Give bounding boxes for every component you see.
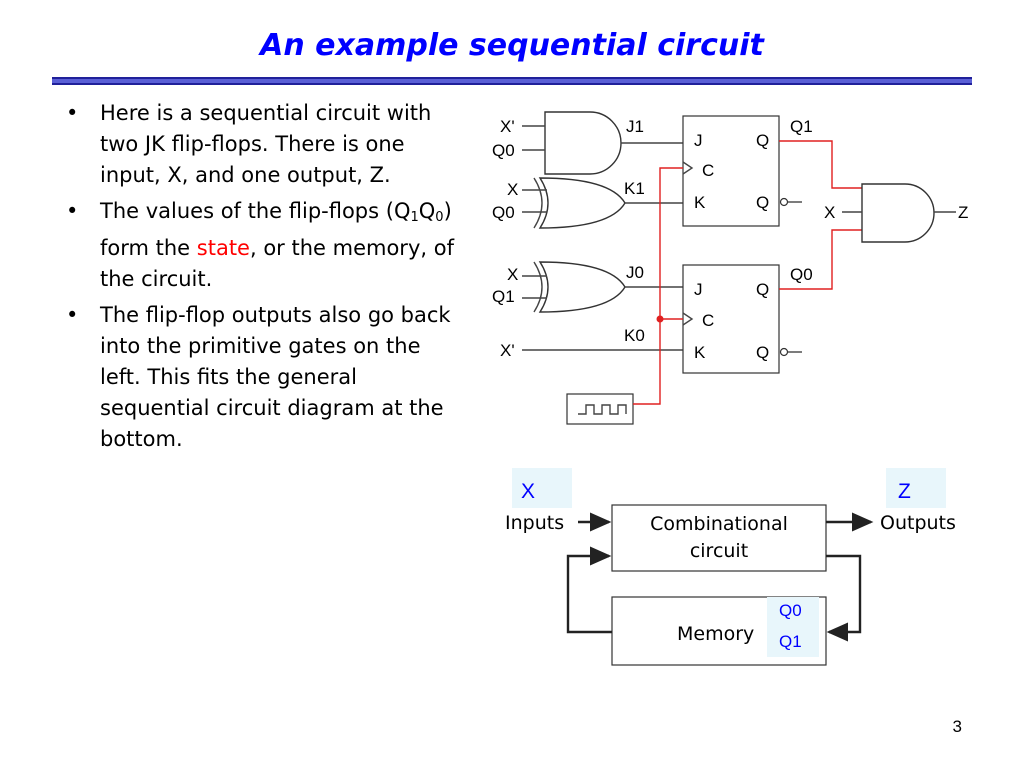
ff0-c-pin: C	[702, 311, 714, 330]
memory-q1: Q1	[779, 632, 802, 651]
z-label-bg	[886, 468, 946, 508]
and-gate-j1	[544, 111, 622, 175]
and-gate-z	[861, 183, 935, 243]
signal-k0: K0	[624, 326, 645, 345]
ff1-j-pin: J	[694, 131, 703, 150]
ff0-k-pin: K	[694, 343, 706, 362]
state-highlight: state	[196, 236, 250, 260]
slide-title: An example sequential circuit	[260, 28, 764, 63]
memory-state-bg	[767, 597, 819, 657]
or-gate-k1	[533, 177, 626, 229]
and-input-x: X	[824, 203, 835, 222]
subscript-0: 0	[435, 210, 444, 225]
bullet-marker: •	[66, 199, 79, 223]
gate2-input-x: X	[507, 180, 518, 199]
bullet-text: The flip-flop outputs also go back into …	[100, 303, 451, 451]
x-label: X	[521, 480, 535, 503]
bullet-text: Here is a sequential circuit with two JK…	[100, 101, 432, 187]
bullet-item: • The values of the flip-flops (Q1Q0) fo…	[62, 196, 467, 295]
gate2-input-q0: Q0	[492, 203, 515, 222]
signal-j0: J0	[626, 263, 644, 282]
memory-to-comb-feedback	[566, 546, 612, 634]
outputs-label: Outputs	[880, 512, 956, 534]
circuit-label: circuit	[690, 540, 748, 562]
inputs-label: Inputs	[505, 512, 564, 534]
x-label-bg	[512, 468, 572, 508]
ff0-qbar-pin: Q	[756, 343, 769, 362]
bullet-marker: •	[66, 101, 79, 125]
ff1-c-pin: C	[702, 161, 714, 180]
comb-to-memory-feedback	[826, 554, 862, 642]
clock-source	[566, 393, 634, 425]
output-q1: Q1	[790, 117, 813, 136]
signal-j1: J1	[626, 117, 644, 136]
page-number: 3	[952, 717, 962, 736]
gate3-input-q1: Q1	[492, 287, 515, 306]
clock-junction-dot	[656, 315, 664, 323]
or-gate-j0	[533, 261, 626, 313]
output-q0: Q0	[790, 265, 813, 284]
bullet-text-start: The values of the flip-flops (Q	[100, 199, 411, 223]
bullet-list: • Here is a sequential circuit with two …	[62, 98, 467, 460]
bullet-text-mid: ) form the	[100, 199, 452, 260]
gate1-input-q0: Q0	[492, 141, 515, 160]
signal-k1: K1	[624, 179, 645, 198]
output-z: Z	[958, 203, 968, 222]
bullet-text-q: Q	[418, 199, 436, 223]
combinational-circuit-box	[611, 504, 827, 572]
title-underline	[52, 77, 972, 85]
ff0-j-pin: J	[694, 280, 703, 299]
gate3-input-x: X	[507, 265, 518, 284]
ff1-qbar-pin: Q	[756, 193, 769, 212]
jk-flip-flop-0: J C K Q Q	[682, 264, 802, 374]
ff1-k-pin: K	[694, 193, 706, 212]
z-label: Z	[898, 480, 911, 503]
combinational-label: Combinational	[650, 513, 788, 535]
bullet-item: • The flip-flop outputs also go back int…	[62, 300, 467, 455]
ff1-q-pin: Q	[756, 131, 769, 150]
bullet-text-end: , or the memory, of the circuit.	[100, 236, 454, 291]
bullet-item: • Here is a sequential circuit with two …	[62, 98, 467, 191]
bullet-marker: •	[66, 303, 79, 327]
gate1-input-x-prime: X'	[500, 117, 515, 136]
k0-input-x-prime: X'	[500, 341, 515, 360]
ff0-q-pin: Q	[756, 280, 769, 299]
memory-q0: Q0	[779, 601, 802, 620]
memory-label: Memory	[677, 623, 754, 645]
subscript-1: 1	[410, 210, 419, 225]
jk-flip-flop-1: J C K Q Q	[682, 115, 802, 227]
